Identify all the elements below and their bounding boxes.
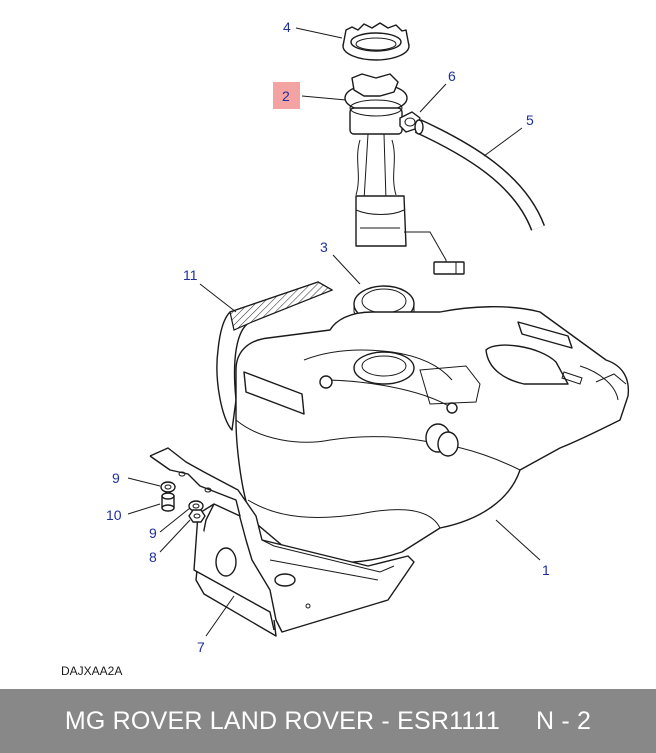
callout-8: 8 [149,549,157,565]
locking-ring-part-4 [342,22,410,61]
callout-2: 2 [282,88,290,104]
leader-lines [127,27,541,637]
washer-part-9-upper [160,481,176,493]
callout-3: 3 [320,239,328,255]
callout-11: 11 [183,267,198,283]
callout-labels: 4 2 6 5 3 11 9 10 9 8 1 7 [106,19,550,655]
fuel-hose-part-5 [414,119,546,231]
callout-6: 6 [448,68,456,84]
footer-banner: MG ROVER LAND ROVER - ESR1111 N - 2 [0,689,656,753]
fuel-pump-part-2 [344,73,465,275]
diagram-reference-code: DAJXAA2A [61,664,123,678]
washer-part-9-lower [188,500,204,512]
parts-diagram: 4 2 6 5 3 11 9 10 9 8 1 7 [106,19,630,655]
highlight-box-part-2 [273,82,300,109]
heat-shield-part-11 [216,281,334,431]
callout-4: 4 [283,19,291,35]
callout-1: 1 [542,562,550,578]
callout-10: 10 [106,507,122,523]
callout-9-upper: 9 [112,470,120,486]
callout-9-lower: 9 [149,525,157,541]
mounting-bracket-part-7 [149,447,415,637]
footer-page-ref: N - 2 [535,706,592,735]
callout-5: 5 [526,112,534,128]
footer-brand-part-number: MG ROVER LAND ROVER - ESR1111 [64,706,500,735]
callout-7: 7 [197,639,205,655]
fuel-tank-part-1 [235,306,630,564]
nut-part-8 [188,509,206,523]
bolt-part-10 [161,492,175,512]
